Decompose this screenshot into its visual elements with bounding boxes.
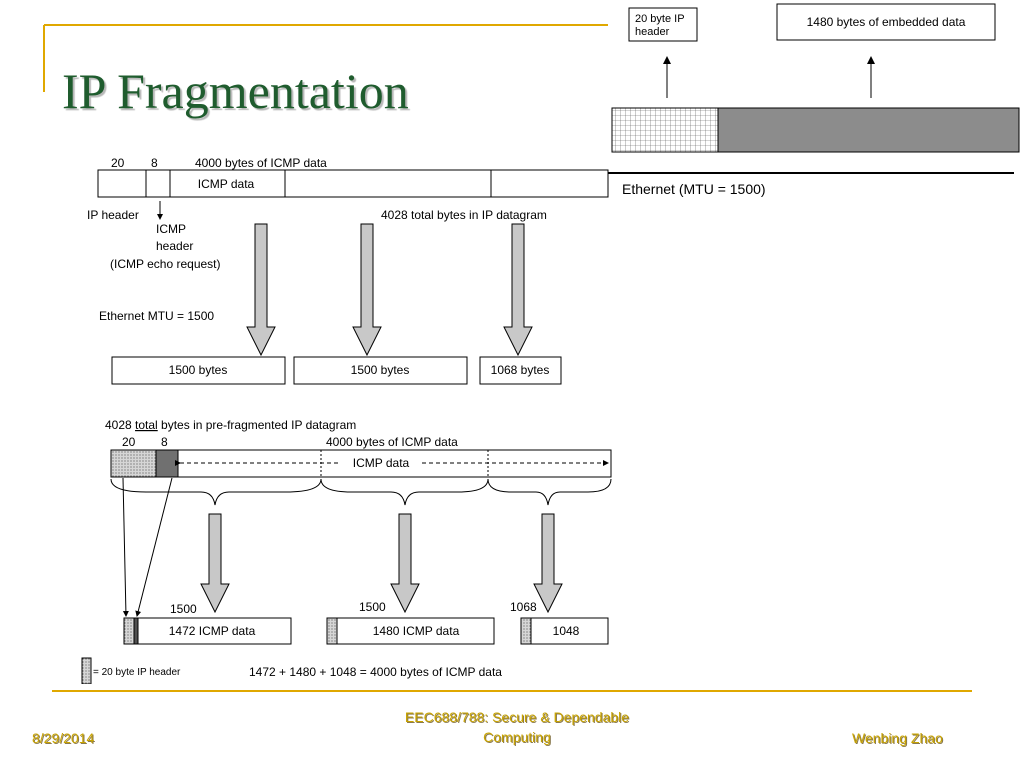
fragment-brace (320, 478, 489, 506)
fragmentation-arrow (390, 513, 420, 614)
fragment-size-label: 1500 (170, 602, 197, 616)
fragment-size-label: 1068 (510, 600, 537, 614)
ip-header-label-box (628, 7, 698, 42)
icmp-bytes-label: 4000 bytes of ICMP data (195, 156, 327, 170)
fragment-content-label: 1472 ICMP data (169, 624, 256, 638)
fragment-size-label: 1500 bytes (169, 363, 228, 377)
footer-date: 8/29/2014 (32, 730, 95, 746)
fragment-box (326, 617, 495, 645)
fragmentation-arrow (533, 513, 563, 614)
ip-header-segment (110, 449, 157, 478)
fragment-size-label: 1500 bytes (351, 363, 410, 377)
total-bytes-label: 4028 total bytes in IP datagram (381, 208, 547, 222)
fragment-box (293, 356, 468, 385)
fragment-size-label: 1068 bytes (491, 363, 550, 377)
pre-fragment-heading: 4028 total bytes in pre-fragmented IP da… (105, 418, 356, 432)
embedded-data-block (717, 107, 1020, 153)
icmp-header-label-line3: (ICMP echo request) (110, 257, 221, 271)
footer-course-line2: Computing (483, 729, 551, 745)
heading-suffix: bytes in pre-fragmented IP datagram (158, 418, 357, 432)
icmp-header-size-label: 8 (161, 435, 168, 449)
fragment-box (479, 356, 562, 385)
ip-header-pointer-arrow (122, 477, 129, 617)
fragment-brace (110, 478, 322, 506)
ip-datagram-bar (97, 169, 609, 198)
fragment-ip-header (326, 617, 338, 645)
icmp-header-label-line2: header (156, 239, 193, 253)
fragment-box (123, 617, 292, 645)
upper-diagram: 20 8 4000 bytes of ICMP data ICMP data I… (87, 156, 609, 385)
fragmentation-arrow (200, 513, 230, 614)
fragmentation-arrow (503, 223, 533, 357)
icmp-data-cell-label: ICMP data (198, 177, 255, 191)
embedded-data-label-box (776, 3, 996, 41)
embedded-data-label: 1480 bytes of embedded data (807, 15, 966, 29)
fragment-size-label: 1500 (359, 600, 386, 614)
fragment-content-label: 1048 (553, 624, 580, 638)
footer-course-line1: EEC688/788: Secure & Dependable (404, 709, 630, 725)
ip-header-label-line1: 20 byte IP (635, 13, 685, 25)
fragment-box (111, 356, 286, 385)
legend-ip-header-swatch (81, 657, 92, 684)
header-size-8-label: 8 (151, 156, 158, 170)
lower-diagram: 4028 total bytes in pre-fragmented IP da… (81, 418, 612, 684)
ethernet-label: Ethernet (MTU = 1500) (622, 181, 766, 197)
footer-author: Wenbing Zhao (852, 730, 943, 746)
fragment-box (520, 617, 609, 645)
fragment-ip-header (520, 617, 532, 645)
ip-header-block (611, 107, 719, 153)
fragment-ip-header (123, 617, 135, 645)
legend-text: = 20 byte IP header (93, 667, 181, 678)
ip-header-label-line2: header (635, 26, 670, 38)
fragment-brace (487, 478, 612, 506)
icmp-header-label-line1: ICMP (156, 222, 186, 236)
fragment-content-label: 1480 ICMP data (373, 624, 460, 638)
ip-header-size-label: 20 (122, 435, 136, 449)
icmp-bytes-label: 4000 bytes of ICMP data (326, 435, 458, 449)
ip-header-label: IP header (87, 208, 139, 222)
heading-prefix: 4028 (105, 418, 135, 432)
icmp-header-segment (155, 449, 179, 478)
fragmentation-arrow (352, 223, 382, 357)
header-size-20-label: 20 (111, 156, 125, 170)
top-right-diagram: 20 byte IP header 1480 bytes of embedded… (600, 3, 1020, 197)
icmp-header-pointer-arrow (135, 477, 173, 617)
fragmentation-arrow (246, 223, 276, 357)
mtu-label: Ethernet MTU = 1500 (99, 309, 214, 323)
icmp-data-label: ICMP data (353, 456, 410, 470)
sum-equation: 1472 + 1480 + 1048 = 4000 bytes of ICMP … (249, 665, 502, 679)
page-title: IP Fragmentation (62, 63, 409, 119)
heading-underlined-word: total (135, 418, 158, 432)
fragment-icmp-header (133, 617, 139, 645)
